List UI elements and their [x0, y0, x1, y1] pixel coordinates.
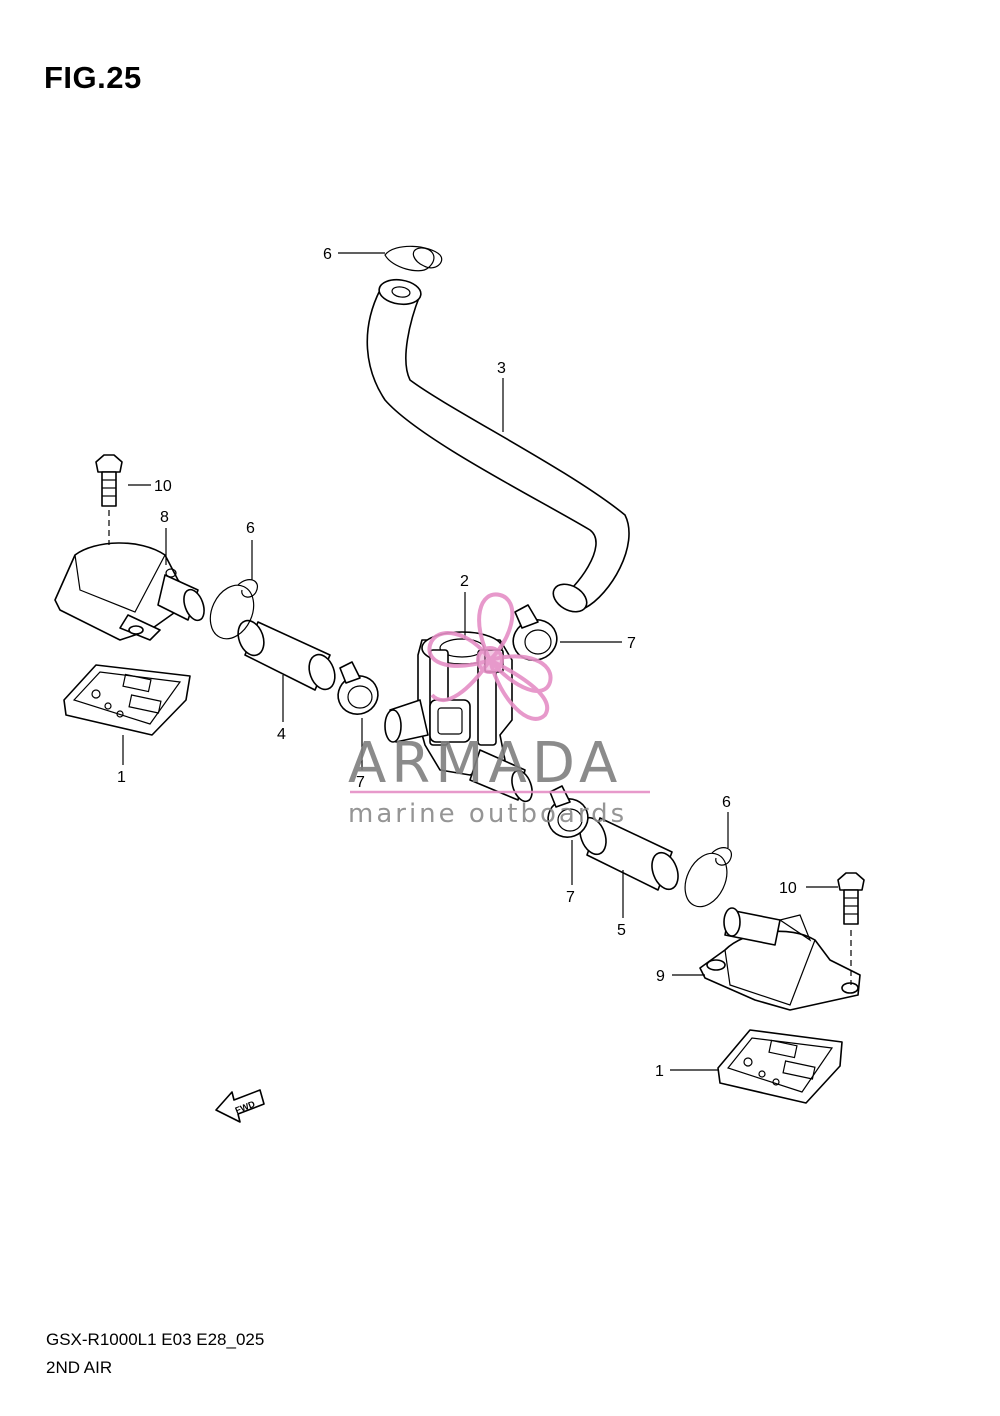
reed-valve-plate-part-1-left[interactable] [63, 664, 191, 736]
hose-part-5[interactable] [575, 814, 683, 893]
callout-2: 2 [460, 573, 469, 590]
reed-valve-cover-part-8[interactable] [54, 542, 208, 641]
propeller-logo-icon [427, 592, 553, 721]
callout-8: 8 [160, 509, 169, 526]
reed-valve-plate-part-1-right[interactable] [717, 1029, 843, 1104]
callout-3: 3 [497, 360, 506, 377]
watermark-brand: ARMADA [348, 731, 622, 796]
callout-9: 9 [656, 968, 665, 985]
hose-part-4[interactable] [234, 617, 340, 693]
watermark-tagline: marine outboards [348, 799, 627, 829]
bolt-part-10-left[interactable] [95, 454, 123, 507]
callout-6-top: 6 [323, 246, 332, 263]
hose-clamp-part-7-upper[interactable] [507, 604, 562, 666]
callout-10-right: 10 [779, 880, 797, 897]
callout-6-right: 6 [722, 794, 731, 811]
hose-part-3[interactable] [366, 277, 630, 617]
spring-clip-part-6-left[interactable] [202, 578, 262, 646]
callout-4: 4 [277, 726, 286, 743]
reed-valve-cover-part-9[interactable] [699, 907, 861, 1011]
callout-1-right: 1 [655, 1063, 664, 1080]
callout-6-left: 6 [246, 520, 255, 537]
model-code: GSX-R1000L1 E03 E28_025 [46, 1330, 265, 1349]
callout-7-left: 7 [356, 774, 365, 791]
callout-1-left: 1 [117, 769, 126, 786]
armada-watermark: ARMADA marine outboards [348, 592, 650, 829]
callout-7-upper: 7 [627, 635, 636, 652]
spring-clip-part-6-right[interactable] [677, 847, 735, 914]
spring-clip-part-6-top[interactable] [384, 245, 443, 272]
callout-5: 5 [617, 922, 626, 939]
hose-clamp-part-7-left[interactable] [333, 661, 384, 720]
callout-10-left: 10 [154, 478, 172, 495]
section-name: 2ND AIR [46, 1358, 113, 1377]
bolt-part-10-right[interactable] [837, 872, 865, 925]
callout-7-right: 7 [566, 889, 575, 906]
forward-direction-arrow: FWD [215, 1089, 265, 1123]
figure-title: FIG.25 [44, 60, 142, 95]
